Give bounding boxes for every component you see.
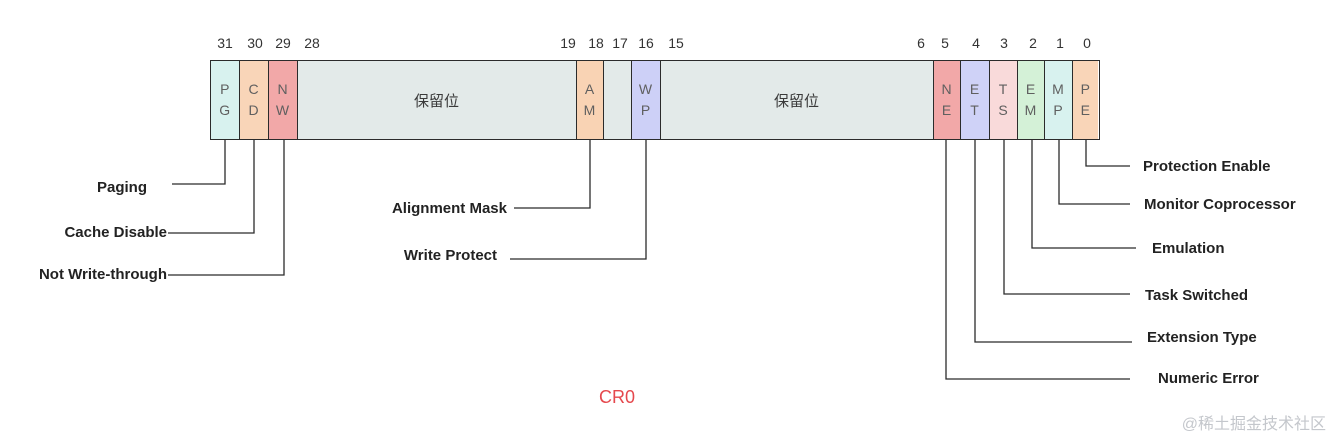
field-cd: CD bbox=[239, 61, 269, 139]
field-nw-label: NW bbox=[275, 81, 290, 118]
connector-mp bbox=[1058, 140, 1130, 205]
field-pe: PE bbox=[1072, 61, 1098, 139]
connector-pg bbox=[172, 140, 226, 185]
field-reserved-17 bbox=[603, 61, 632, 139]
bit-number-29: 29 bbox=[275, 35, 291, 51]
label-not-write-through: Not Write-through bbox=[38, 266, 167, 283]
label-numeric-error: Numeric Error bbox=[1158, 370, 1259, 387]
field-cd-label: CD bbox=[248, 81, 259, 118]
bit-number-6: 6 bbox=[917, 35, 925, 51]
label-extension-type: Extension Type bbox=[1147, 329, 1257, 346]
connector-ts bbox=[1003, 140, 1130, 295]
field-pe-label: PE bbox=[1080, 81, 1090, 118]
field-reserved-label: 保留位 bbox=[413, 92, 459, 110]
connector-ne bbox=[945, 140, 1130, 380]
field-et-label: ET bbox=[969, 81, 980, 118]
bit-number-30: 30 bbox=[247, 35, 263, 51]
connector-pe bbox=[1085, 140, 1130, 167]
bit-number-19: 19 bbox=[560, 35, 576, 51]
diagram-title: CR0 bbox=[598, 387, 635, 407]
field-em: EM bbox=[1017, 61, 1045, 139]
field-reserved-28-19: 保留位 bbox=[297, 61, 577, 139]
bit-number-4: 4 bbox=[972, 35, 980, 51]
bit-number-1: 1 bbox=[1056, 35, 1064, 51]
label-paging: Paging bbox=[96, 179, 147, 196]
connector-et bbox=[974, 140, 1132, 343]
field-pg: PG bbox=[211, 61, 240, 139]
field-em-label: EM bbox=[1024, 81, 1037, 118]
bit-number-31: 31 bbox=[217, 35, 233, 51]
label-protection-enable: Protection Enable bbox=[1143, 158, 1271, 175]
bit-number-0: 0 bbox=[1083, 35, 1091, 51]
field-mp-label: MP bbox=[1052, 81, 1064, 118]
field-am: AM bbox=[576, 61, 604, 139]
label-task-switched: Task Switched bbox=[1145, 287, 1249, 304]
bit-number-2: 2 bbox=[1029, 35, 1037, 51]
field-wp-label: WP bbox=[638, 81, 653, 118]
field-reserved-label: 保留位 bbox=[773, 92, 819, 110]
connector-em bbox=[1031, 140, 1136, 249]
label-write-protect: Write Protect bbox=[403, 247, 497, 264]
field-pg-label: PG bbox=[219, 81, 231, 118]
field-ne-label: NE bbox=[941, 81, 952, 118]
cr0-register: PG CD NW 保留位 AM WP 保留位 NE ET TS EM bbox=[210, 60, 1100, 140]
field-mp: MP bbox=[1044, 61, 1073, 139]
bit-number-15: 15 bbox=[668, 35, 684, 51]
connector-wp bbox=[510, 140, 647, 260]
bit-number-3: 3 bbox=[1000, 35, 1008, 51]
bit-number-16: 16 bbox=[638, 35, 654, 51]
bit-number-5: 5 bbox=[941, 35, 949, 51]
bit-number-17: 17 bbox=[612, 35, 628, 51]
connector-am bbox=[514, 140, 591, 209]
label-cache-disable: Cache Disable bbox=[64, 224, 167, 241]
label-emulation: Emulation bbox=[1152, 240, 1225, 257]
field-am-label: AM bbox=[583, 81, 596, 118]
field-ts: TS bbox=[989, 61, 1018, 139]
connector-nw bbox=[168, 140, 285, 276]
bit-number-28: 28 bbox=[304, 35, 320, 51]
field-nw: NW bbox=[268, 61, 298, 139]
bit-number-18: 18 bbox=[588, 35, 604, 51]
field-ts-label: TS bbox=[998, 81, 1008, 118]
field-reserved-15-6: 保留位 bbox=[660, 61, 934, 139]
watermark: @稀土掘金技术社区 bbox=[1181, 416, 1326, 433]
field-ne: NE bbox=[933, 61, 961, 139]
field-wp: WP bbox=[631, 61, 661, 139]
connector-cd bbox=[168, 140, 255, 234]
field-et: ET bbox=[960, 61, 990, 139]
label-monitor-coprocessor: Monitor Coprocessor bbox=[1144, 196, 1296, 213]
label-alignment-mask: Alignment Mask bbox=[391, 200, 507, 217]
